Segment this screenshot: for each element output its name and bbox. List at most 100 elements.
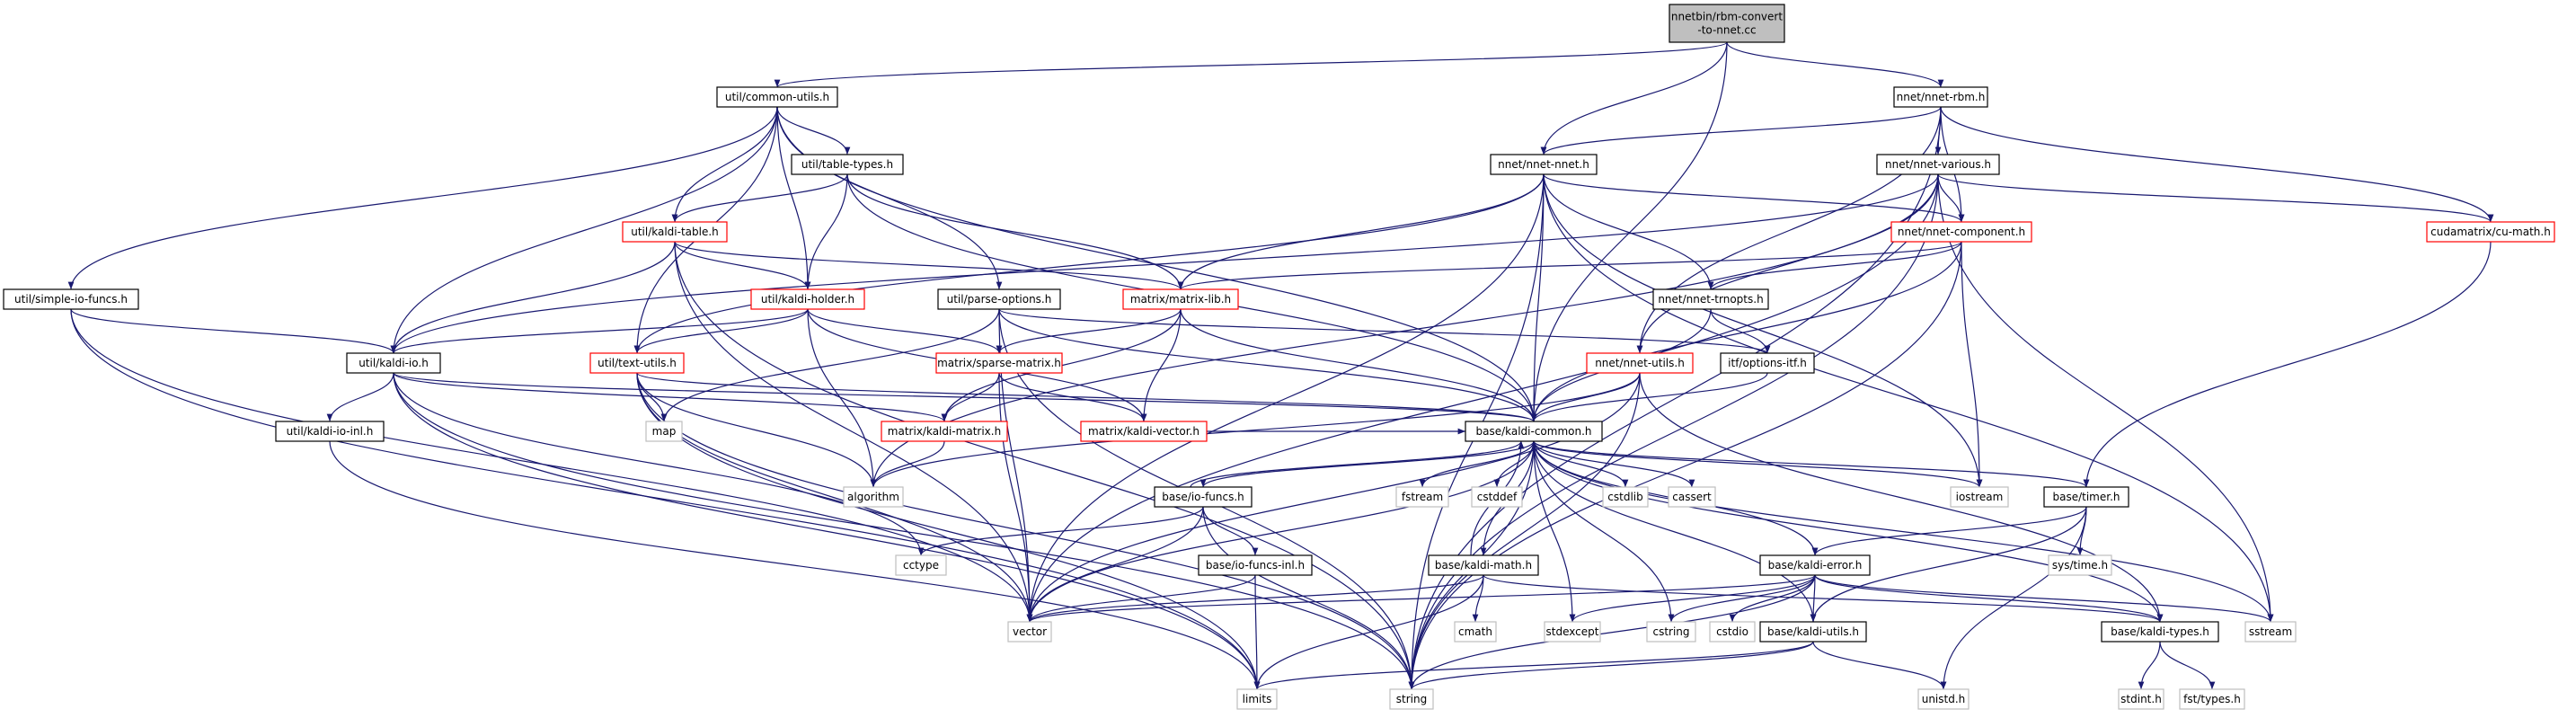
node-algorithm: algorithm — [843, 486, 904, 508]
node-nnet-nnet[interactable]: nnet/nnet-nnet.h — [1490, 154, 1598, 175]
node-sstream: sstream — [2244, 621, 2297, 643]
edge-kaldi_common-to-io_funcs — [1199, 440, 1535, 488]
node-kaldi-matrix[interactable]: matrix/kaldi-matrix.h — [881, 421, 1008, 442]
node-label: cudamatrix/cu-math.h — [2430, 226, 2551, 238]
node-kaldi-types[interactable]: base/kaldi-types.h — [2101, 621, 2219, 643]
node-nnet-component[interactable]: nnet/nnet-component.h — [1890, 221, 2032, 243]
edge-nnet_various-to-kaldi_io — [390, 173, 1939, 354]
node-label: cctype — [903, 559, 939, 572]
node-vector: vector — [1007, 621, 1052, 643]
node-label: stdexcept — [1546, 625, 1599, 638]
edge-kaldi_holder-to-text_utils — [633, 308, 809, 354]
edge-kaldi_math-to-limits — [1253, 574, 1484, 690]
node-box — [2118, 688, 2164, 710]
edge-sparse_matrix-to-kaldi_vector — [998, 372, 1147, 422]
node-nnet-trnopts[interactable]: nnet/nnet-trnopts.h — [1652, 288, 1769, 310]
node-box — [1544, 621, 1601, 643]
edge-parse_options-to-kaldi_common — [998, 308, 1537, 422]
node-label: fstream — [1402, 491, 1443, 503]
edge-matrix_lib-to-sparse_matrix — [996, 308, 1182, 354]
node-parse-options[interactable]: util/parse-options.h — [937, 288, 1061, 310]
node-kaldi-io[interactable]: util/kaldi-io.h — [346, 352, 441, 374]
node-matrix-lib[interactable]: matrix/matrix-lib.h — [1122, 288, 1239, 310]
node-unistd: unistd.h — [1917, 688, 1970, 710]
node-box — [2244, 621, 2297, 643]
edge-kaldi_io-to-kaldi_io_inl — [326, 372, 394, 422]
node-label: matrix/kaldi-vector.h — [1088, 425, 1199, 438]
edge-nnet_nnet-to-text_utils — [633, 173, 1545, 354]
edge-kaldi_common-to-vector — [1026, 440, 1535, 623]
node-label: cstddef — [1477, 491, 1518, 503]
node-io-funcs[interactable]: base/io-funcs.h — [1154, 486, 1253, 508]
edge-root-to-kaldi_common — [1530, 41, 1728, 422]
edge-kaldi_common-to-kaldi_utils — [1533, 440, 1817, 623]
node-fst-types: fst/types.h — [2179, 688, 2245, 710]
edge-nnet_various-to-sstream — [1937, 173, 2274, 623]
node-io-funcs-inl[interactable]: base/io-funcs-inl.h — [1198, 554, 1313, 576]
node-label: base/io-funcs.h — [1162, 491, 1244, 503]
node-table-types[interactable]: util/table-types.h — [791, 154, 904, 175]
edge-nnet_utils-to-kaldi_common — [1530, 372, 1641, 422]
node-label: util/simple-io-funcs.h — [14, 293, 128, 306]
node-nnet-rbm[interactable]: nnet/nnet-rbm.h — [1893, 86, 1988, 108]
edge-common_utils-to-table_types — [776, 106, 851, 155]
edge-timer-to-unistd — [1940, 506, 2087, 690]
edge-nnet_nnet-to-iostream — [1543, 173, 1983, 488]
node-box — [3, 288, 139, 310]
edge-text_utils-to-algorithm — [636, 372, 877, 488]
node-box — [1950, 486, 2009, 508]
edge-kaldi_types-to-fst_types — [2159, 641, 2216, 690]
edge-text_utils-to-string — [636, 372, 1415, 690]
node-label: cassert — [1672, 491, 1712, 503]
node-cstddef: cstddef — [1471, 486, 1523, 508]
edge-nnet_rbm-to-cu_math — [1940, 106, 2494, 223]
edge-nnet_utils-to-kaldi_types — [1639, 372, 2164, 623]
node-box — [750, 288, 865, 310]
node-text-utils[interactable]: util/text-utils.h — [589, 352, 685, 374]
node-label: nnet/nnet-utils.h — [1595, 357, 1685, 369]
edge-nnet_nnet-to-nnet_component — [1543, 173, 1965, 223]
node-label: util/parse-options.h — [947, 293, 1052, 306]
node-label: cstring — [1652, 625, 1689, 638]
node-label: util/kaldi-io-inl.h — [287, 425, 374, 438]
edge-simple_io-to-kaldi_io — [70, 308, 397, 354]
node-kaldi-holder[interactable]: util/kaldi-holder.h — [750, 288, 865, 310]
node-box — [346, 352, 441, 374]
node-nnet-various[interactable]: nnet/nnet-various.h — [1876, 154, 2000, 175]
edge-kaldi_error-to-sstream — [1814, 574, 2274, 623]
node-kaldi-vector[interactable]: matrix/kaldi-vector.h — [1080, 421, 1208, 442]
node-box — [1154, 486, 1253, 508]
node-label: base/io-funcs-inl.h — [1206, 559, 1305, 572]
node-label: iostream — [1956, 491, 2004, 503]
edge-common_utils-to-simple_io — [67, 106, 778, 290]
node-kaldi-utils[interactable]: base/kaldi-utils.h — [1759, 621, 1867, 643]
edge-common_utils-to-kaldi_io — [390, 106, 778, 354]
node-kaldi-math[interactable]: base/kaldi-math.h — [1428, 554, 1539, 576]
node-label: base/timer.h — [2052, 491, 2120, 503]
edge-kaldi_math-to-vector — [1026, 574, 1484, 623]
node-timer[interactable]: base/timer.h — [2043, 486, 2129, 508]
edge-nnet_component-to-nnet_trnopts — [1707, 241, 1962, 290]
node-cu-math[interactable]: cudamatrix/cu-math.h — [2426, 221, 2555, 243]
node-box — [937, 288, 1061, 310]
node-nnet-utils[interactable]: nnet/nnet-utils.h — [1586, 352, 1694, 374]
node-kaldi-io-inl[interactable]: util/kaldi-io-inl.h — [275, 421, 385, 442]
edge-root-to-nnet_nnet — [1540, 41, 1728, 155]
node-kaldi-table[interactable]: util/kaldi-table.h — [622, 221, 728, 243]
edge-nnet_nnet-to-kaldi_common — [1530, 173, 1545, 422]
node-box — [1652, 288, 1769, 310]
edge-matrix_lib-to-kaldi_vector — [1140, 308, 1182, 422]
node-kaldi-common[interactable]: base/kaldi-common.h — [1465, 421, 1603, 442]
edge-nnet_component-to-matrix_lib — [1177, 241, 1962, 290]
node-options-itf[interactable]: itf/options-itf.h — [1720, 352, 1815, 374]
node-label: base/kaldi-common.h — [1475, 425, 1591, 438]
node-root[interactable]: nnetbin/rbm-convert-to-nnet.cc — [1669, 4, 1785, 43]
node-kaldi-error[interactable]: base/kaldi-error.h — [1759, 554, 1871, 576]
node-simple-io[interactable]: util/simple-io-funcs.h — [3, 288, 139, 310]
edge-kaldi_utils-to-limits — [1253, 641, 1814, 690]
node-sparse-matrix[interactable]: matrix/sparse-matrix.h — [935, 352, 1063, 374]
edge-io_funcs-to-kaldi_common — [1190, 440, 1525, 488]
edge-io_funcs-to-io_funcs_inl — [1202, 506, 1259, 556]
node-common-utils[interactable]: util/common-utils.h — [716, 86, 838, 108]
node-box — [843, 486, 904, 508]
